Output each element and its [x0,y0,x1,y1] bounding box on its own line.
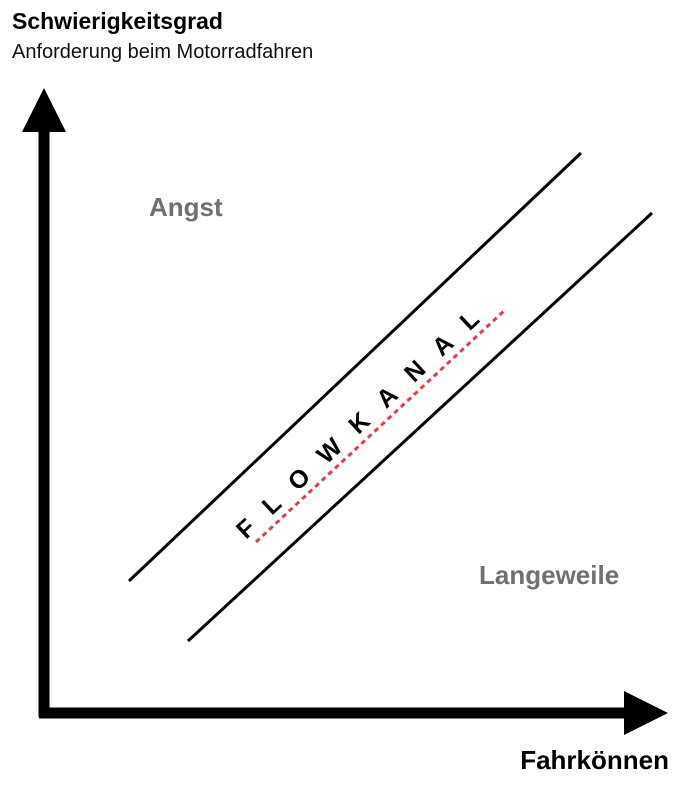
channel-upper-boundary [127,151,583,583]
channel-lower-boundary [186,211,654,643]
y-axis-subtitle: Anforderung beim Motorradfahren [12,41,314,63]
channel-guide-line [254,308,507,544]
channel-label-text: FLOWKANAL [231,291,500,544]
channel-label: FLOWKANAL [231,291,500,544]
region-label-angst: Angst [149,192,223,222]
region-label-langeweile: Langeweile [479,560,620,590]
y-axis-title: Schwierigkeitsgrad [12,8,223,34]
y-axis-arrowhead [22,88,66,132]
x-axis-title: Fahrkönnen [520,745,669,775]
x-axis-arrowhead [624,691,668,735]
